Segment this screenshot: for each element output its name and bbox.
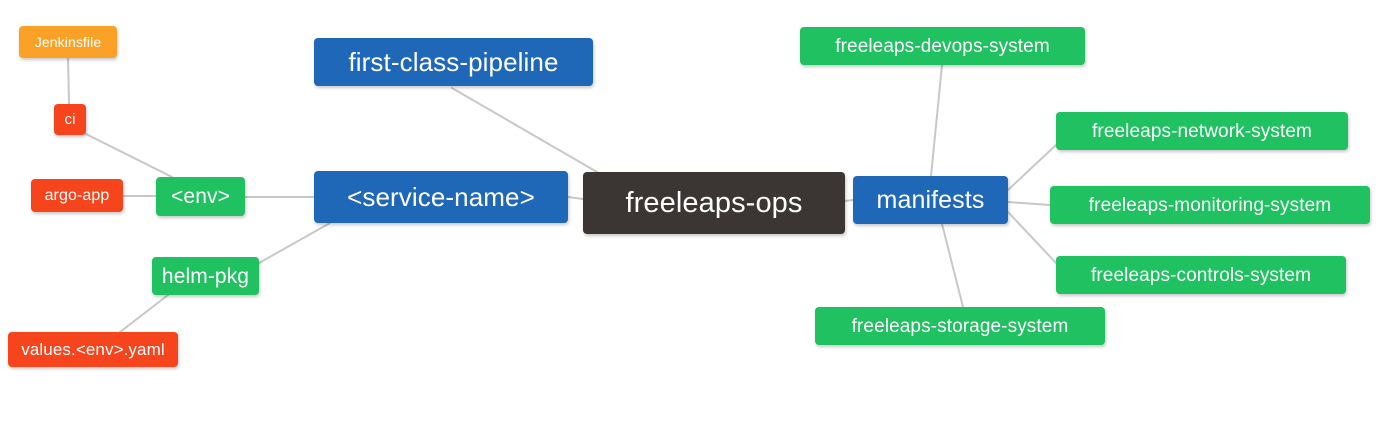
- node-freeleaps-ops[interactable]: freeleaps-ops: [583, 172, 845, 234]
- node-freeleaps-storage-system[interactable]: freeleaps-storage-system: [815, 307, 1105, 345]
- node-label-values-env-yaml: values.<env>.yaml: [21, 340, 165, 359]
- node-label-freeleaps-controls-system: freeleaps-controls-system: [1090, 264, 1312, 286]
- node-label-freeleaps-monitoring-system: freeleaps-monitoring-system: [1088, 194, 1332, 216]
- node-freeleaps-network-system[interactable]: freeleaps-network-system: [1056, 112, 1348, 150]
- node-manifests[interactable]: manifests: [853, 176, 1008, 224]
- node-ci[interactable]: ci: [54, 104, 86, 135]
- node-label-freeleaps-network-system: freeleaps-network-system: [1092, 120, 1312, 142]
- node-label-env: <env>: [171, 185, 230, 208]
- node-label-freeleaps-storage-system: freeleaps-storage-system: [851, 315, 1069, 337]
- node-label-freeleaps-devops-system: freeleaps-devops-system: [835, 35, 1050, 57]
- edge-manifests-devops: [930, 64, 943, 177]
- edge-service-helm: [258, 222, 331, 264]
- edge-manifests-network: [1007, 144, 1057, 191]
- edge-ops-service: [567, 196, 584, 200]
- node-helm-pkg[interactable]: helm-pkg: [152, 257, 259, 295]
- node-service-name[interactable]: <service-name>: [314, 171, 568, 223]
- node-argo-app[interactable]: argo-app: [31, 179, 123, 212]
- node-jenkinsfile[interactable]: Jenkinsfile: [19, 26, 117, 58]
- node-label-helm-pkg: helm-pkg: [161, 264, 250, 288]
- edge-env-ci: [85, 133, 173, 178]
- node-label-freeleaps-ops: freeleaps-ops: [625, 186, 803, 219]
- node-label-service-name: <service-name>: [347, 182, 535, 212]
- edge-helm-values: [119, 294, 169, 333]
- node-label-first-class-pipeline: first-class-pipeline: [348, 47, 559, 77]
- edge-manifests-storage: [941, 223, 964, 308]
- node-label-manifests: manifests: [876, 185, 985, 214]
- node-label-argo-app: argo-app: [44, 186, 110, 204]
- node-freeleaps-monitoring-system[interactable]: freeleaps-monitoring-system: [1050, 186, 1370, 224]
- node-freeleaps-controls-system[interactable]: freeleaps-controls-system: [1056, 256, 1346, 294]
- node-label-jenkinsfile: Jenkinsfile: [34, 34, 102, 50]
- node-values-env-yaml[interactable]: values.<env>.yaml: [8, 332, 178, 367]
- node-first-class-pipeline[interactable]: first-class-pipeline: [314, 38, 593, 86]
- edge-ops-pipeline: [451, 87, 598, 173]
- node-freeleaps-devops-system[interactable]: freeleaps-devops-system: [800, 27, 1085, 65]
- edge-manifests-controls: [1007, 211, 1057, 264]
- edge-ci-jenkinsfile: [67, 57, 70, 105]
- edge-manifests-monitoring: [1007, 201, 1051, 206]
- node-env[interactable]: <env>: [156, 177, 245, 216]
- node-label-ci: ci: [64, 111, 76, 128]
- edge-ops-manifests: [844, 199, 854, 202]
